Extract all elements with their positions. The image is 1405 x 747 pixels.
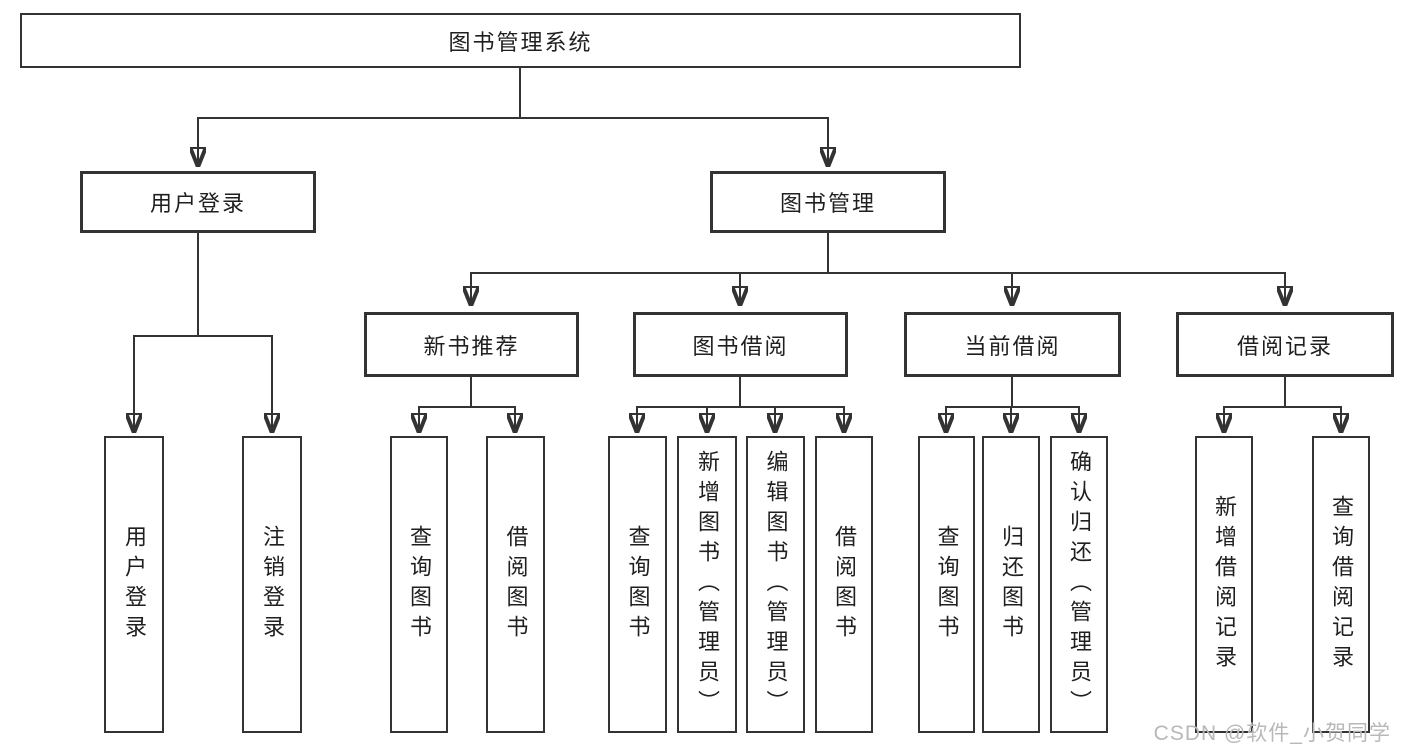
node-label: 图书管理系统 xyxy=(448,29,593,55)
node-confirm-return-admin: 确认归还（管理员） xyxy=(1050,436,1108,733)
node-edit-book-admin: 编辑图书（管理员） xyxy=(746,436,805,733)
node-label: 新书推荐 xyxy=(423,333,520,359)
node-add-borrow-record: 新增借阅记录 xyxy=(1195,436,1253,733)
node-label: 查询图书 xyxy=(934,524,960,645)
node-library-management-system: 图书管理系统 xyxy=(20,13,1021,68)
node-label: 编辑图书（管理员） xyxy=(763,449,789,720)
node-label: 借阅图书 xyxy=(832,524,857,645)
node-label: 当前借阅 xyxy=(964,333,1061,359)
node-logout-action: 注销登录 xyxy=(242,436,302,733)
node-borrow-records: 借阅记录 xyxy=(1176,312,1394,377)
node-label: 注销登录 xyxy=(260,524,285,645)
node-query-books-current: 查询图书 xyxy=(918,436,975,733)
node-label: 确认归还（管理员） xyxy=(1067,449,1092,720)
node-user-login-action: 用户登录 xyxy=(104,436,164,733)
connector-root xyxy=(198,68,828,165)
connector-new-book-recommend xyxy=(419,377,515,431)
node-label: 查询图书 xyxy=(625,524,651,645)
node-label: 查询图书 xyxy=(407,524,432,645)
connector-current-borrow xyxy=(946,377,1079,431)
connector-book-borrow xyxy=(637,377,844,431)
connector-book-management xyxy=(471,233,1285,304)
connector-user-login xyxy=(134,233,272,431)
node-query-books-borrow: 查询图书 xyxy=(608,436,667,733)
node-label: 新增图书（管理员） xyxy=(695,449,720,720)
node-label: 查询借阅记录 xyxy=(1329,494,1354,675)
connector-borrow-records xyxy=(1224,377,1341,431)
node-label: 新增借阅记录 xyxy=(1212,494,1237,675)
node-add-book-admin: 新增图书（管理员） xyxy=(677,436,737,733)
node-label: 借阅图书 xyxy=(503,524,529,645)
node-label: 图书管理 xyxy=(779,191,876,216)
node-current-borrow: 当前借阅 xyxy=(904,312,1121,377)
node-borrow-books-action: 借阅图书 xyxy=(815,436,873,733)
node-label: 归还图书 xyxy=(999,524,1024,645)
node-label: 借阅记录 xyxy=(1236,333,1333,359)
node-user-login: 用户登录 xyxy=(80,171,316,233)
node-new-book-recommend: 新书推荐 xyxy=(364,312,579,377)
node-book-management: 图书管理 xyxy=(710,171,946,233)
node-label: 图书借阅 xyxy=(692,333,789,359)
node-book-borrow: 图书借阅 xyxy=(633,312,848,377)
node-label: 用户登录 xyxy=(122,524,147,645)
node-query-borrow-record: 查询借阅记录 xyxy=(1312,436,1370,733)
node-return-books: 归还图书 xyxy=(982,436,1040,733)
node-borrow-books-recommend: 借阅图书 xyxy=(486,436,545,733)
watermark: CSDN @软件_小贺同学 xyxy=(1153,722,1391,745)
node-label: 用户登录 xyxy=(149,191,246,216)
node-query-books-recommend: 查询图书 xyxy=(390,436,448,733)
